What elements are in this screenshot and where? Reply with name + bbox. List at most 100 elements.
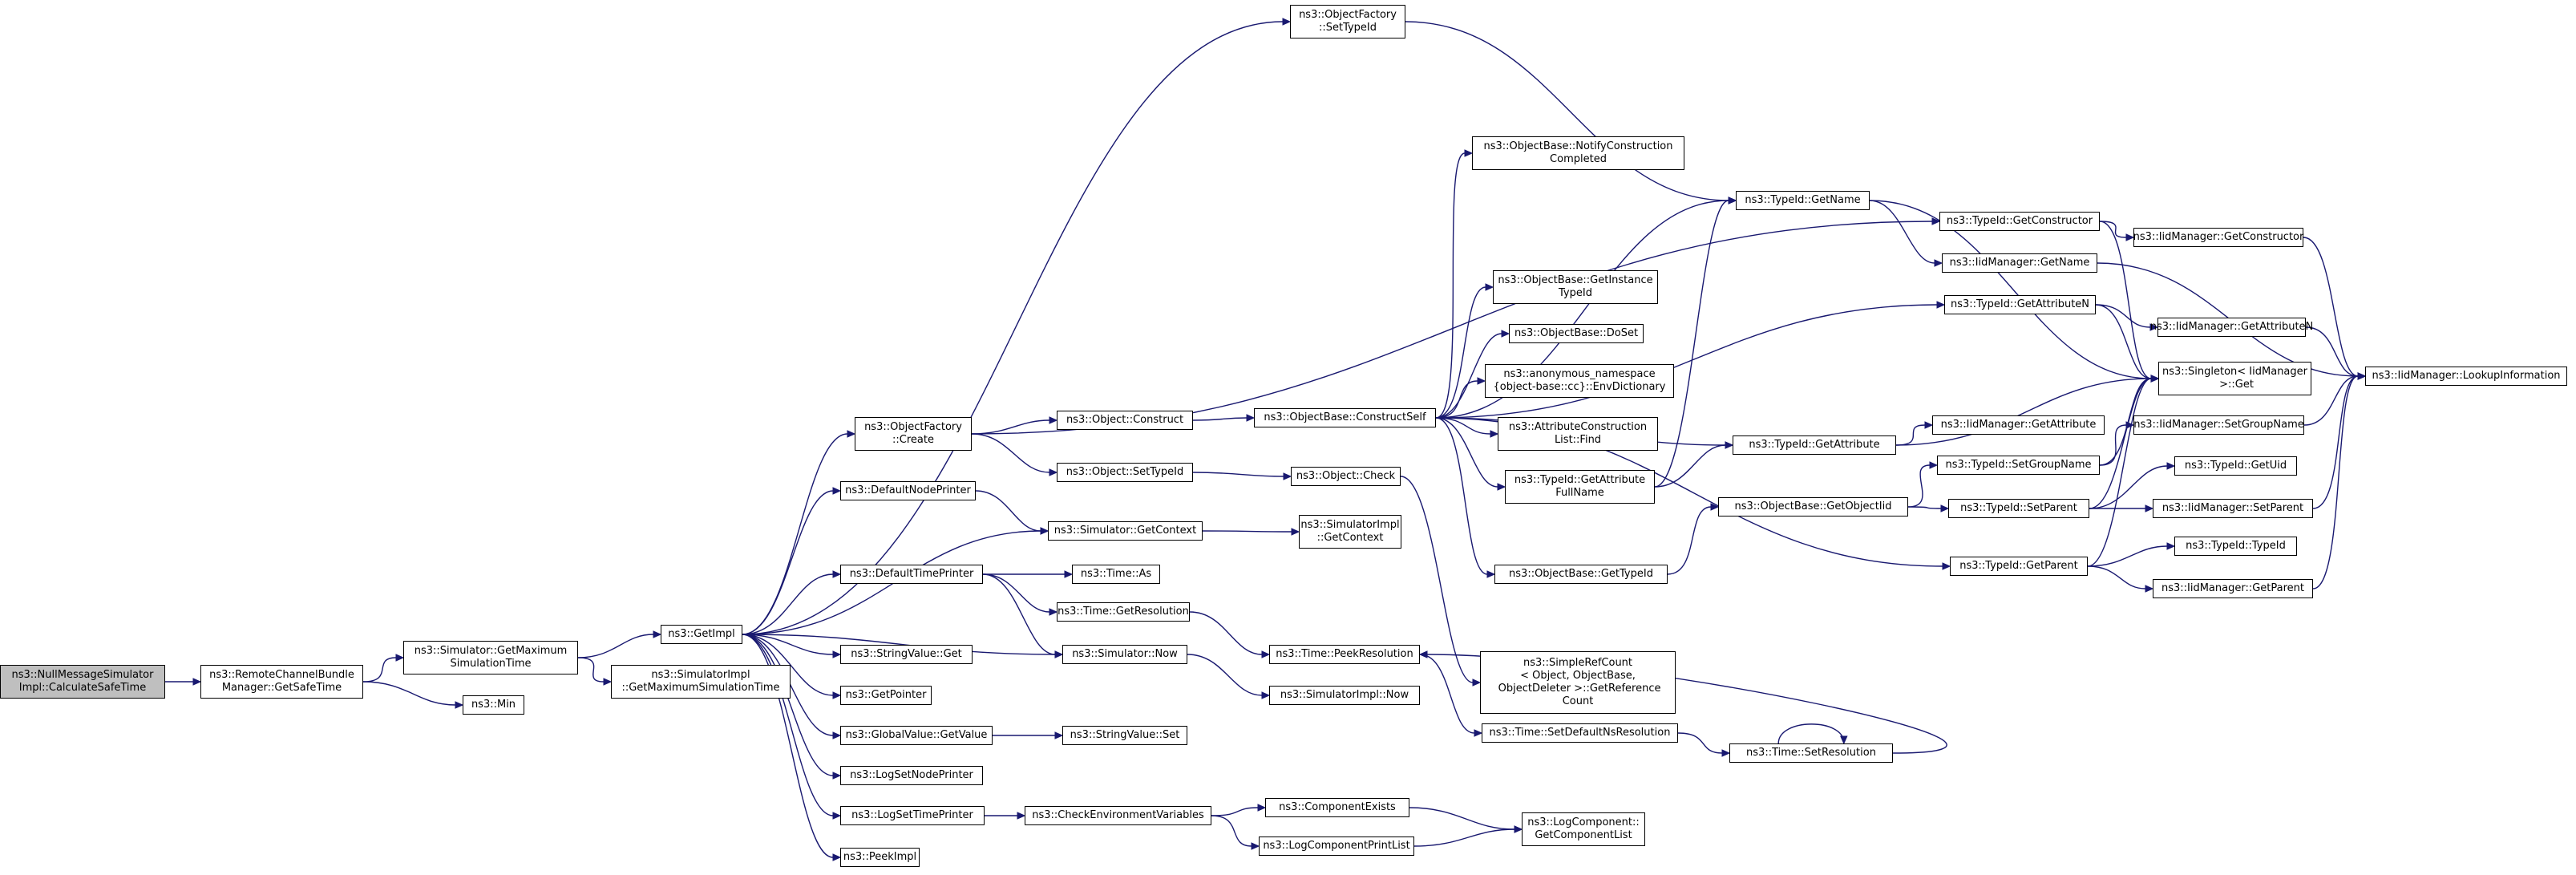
edge-n20-n27 bbox=[1189, 611, 1263, 655]
edge-n23-n29 bbox=[1211, 807, 1259, 816]
graph-node-n43[interactable]: ns3::ObjectBase::GetObjectIid bbox=[1718, 497, 1908, 516]
edge-arrowhead bbox=[1464, 149, 1474, 157]
graph-node-n17[interactable]: ns3::Object::SetTypeId bbox=[1057, 463, 1193, 482]
graph-node-n56[interactable]: ns3::TypeId::GetUid bbox=[2174, 456, 2297, 476]
graph-node-n10[interactable]: ns3::StringValue::Get bbox=[840, 645, 973, 664]
graph-node-n25[interactable]: ns3::Object::Check bbox=[1291, 467, 1401, 486]
graph-node-n60[interactable]: ns3::IidManager::LookupInformation bbox=[2365, 367, 2567, 386]
graph-node-n41[interactable]: ns3::LogComponent:: GetComponentList bbox=[1522, 812, 1645, 846]
graph-node-n58[interactable]: ns3::TypeId::TypeId bbox=[2174, 537, 2297, 556]
edge-arrowhead bbox=[832, 650, 842, 658]
edge-n47-n53 bbox=[2095, 304, 2151, 328]
graph-node-n8[interactable]: ns3::DefaultNodePrinter bbox=[840, 481, 976, 500]
graph-node-n49[interactable]: ns3::TypeId::SetGroupName bbox=[1937, 456, 2100, 475]
graph-node-n15[interactable]: ns3::PeekImpl bbox=[840, 848, 920, 867]
graph-node-n16[interactable]: ns3::Object::Construct bbox=[1057, 411, 1193, 430]
graph-node-n20[interactable]: ns3::Time::GetResolution bbox=[1057, 602, 1190, 622]
edge-n9-n21 bbox=[982, 573, 1056, 655]
graph-node-n4[interactable]: ns3::GetImpl bbox=[661, 625, 742, 644]
graph-node-n59[interactable]: ns3::IidManager::GetParent bbox=[2153, 579, 2313, 598]
edge-arrowhead bbox=[1721, 749, 1731, 757]
edge-n4-n10 bbox=[742, 634, 834, 655]
graph-node-n57[interactable]: ns3::IidManager::SetParent bbox=[2153, 499, 2313, 518]
edge-arrowhead bbox=[1934, 259, 1943, 267]
edge-arrowhead bbox=[1936, 301, 1946, 309]
edge-arrowhead bbox=[832, 772, 842, 780]
graph-node-n42[interactable]: ns3::TypeId::GetAttribute bbox=[1733, 435, 1896, 455]
graph-node-n24[interactable]: ns3::ObjectBase::ConstructSelf bbox=[1254, 408, 1436, 427]
edge-arrowhead bbox=[1282, 18, 1292, 26]
graph-node-n5[interactable]: ns3::SimulatorImpl ::GetMaximumSimulatio… bbox=[611, 665, 791, 699]
edge-arrowhead bbox=[1054, 650, 1064, 658]
edge-n4-n15 bbox=[742, 634, 834, 858]
graph-node-n45[interactable]: ns3::TypeId::GetConstructor bbox=[1939, 212, 2100, 231]
edge-n24-n47 bbox=[1435, 304, 1938, 419]
graph-node-n23[interactable]: ns3::CheckEnvironmentVariables bbox=[1025, 806, 1211, 825]
graph-node-n39[interactable]: ns3::SimpleRefCount < Object, ObjectBase… bbox=[1480, 651, 1676, 714]
graph-node-n3[interactable]: ns3::Min bbox=[463, 695, 524, 715]
graph-node-n36[interactable]: ns3::AttributeConstruction List::Find bbox=[1498, 417, 1658, 451]
edge-n4-n13 bbox=[742, 634, 834, 776]
graph-node-n6[interactable]: ns3::ObjectFactory ::SetTypeId bbox=[1290, 5, 1405, 38]
graph-node-n0: ns3::NullMessageSimulator Impl::Calculat… bbox=[0, 665, 165, 699]
graph-node-n21[interactable]: ns3::Simulator::Now bbox=[1062, 645, 1187, 664]
edge-n2-n4 bbox=[577, 634, 654, 658]
edge-arrowhead bbox=[1040, 527, 1049, 535]
edge-arrowhead bbox=[2166, 542, 2176, 550]
edge-arrowhead bbox=[832, 570, 842, 578]
graph-node-n40[interactable]: ns3::Time::SetDefaultNsResolution bbox=[1482, 723, 1678, 743]
graph-node-n34[interactable]: ns3::ObjectBase::DoSet bbox=[1509, 324, 1644, 343]
edge-arrowhead bbox=[1931, 217, 1941, 225]
graph-node-n22[interactable]: ns3::StringValue::Set bbox=[1062, 726, 1187, 745]
edge-arrowhead bbox=[1924, 421, 1934, 429]
graph-node-n50[interactable]: ns3::TypeId::SetParent bbox=[1948, 499, 2089, 518]
edge-arrowhead bbox=[1418, 650, 1428, 658]
edge-arrowhead bbox=[1049, 468, 1058, 476]
graph-node-n51[interactable]: ns3::TypeId::GetParent bbox=[1950, 557, 2088, 576]
graph-node-n52[interactable]: ns3::IidManager::GetConstructor bbox=[2133, 228, 2303, 247]
graph-node-n29[interactable]: ns3::ComponentExists bbox=[1265, 798, 1409, 817]
graph-node-n12[interactable]: ns3::GlobalValue::GetValue bbox=[840, 726, 993, 745]
graph-node-n47[interactable]: ns3::TypeId::GetAttributeN bbox=[1944, 295, 2096, 314]
edge-n55-n60 bbox=[2303, 375, 2359, 426]
graph-node-n18[interactable]: ns3::Simulator::GetContext bbox=[1048, 521, 1203, 541]
edge-arrowhead bbox=[2149, 323, 2159, 331]
edge-arrowhead bbox=[1477, 377, 1486, 385]
graph-node-n44[interactable]: ns3::Time::SetResolution bbox=[1729, 743, 1893, 763]
graph-node-n27[interactable]: ns3::Time::PeekResolution bbox=[1269, 645, 1420, 664]
graph-node-n30[interactable]: ns3::LogComponentPrintList bbox=[1259, 837, 1414, 856]
graph-node-n48[interactable]: ns3::IidManager::GetAttribute bbox=[1932, 415, 2105, 435]
graph-node-n31[interactable]: ns3::ObjectBase::NotifyConstruction Comp… bbox=[1472, 136, 1684, 170]
edge-n4-n14 bbox=[742, 634, 834, 816]
graph-node-n9[interactable]: ns3::DefaultTimePrinter bbox=[840, 565, 983, 584]
graph-node-n37[interactable]: ns3::TypeId::GetAttribute FullName bbox=[1505, 470, 1655, 504]
graph-node-n11[interactable]: ns3::GetPointer bbox=[840, 686, 932, 705]
edge-arrowhead bbox=[1261, 650, 1271, 658]
graph-node-n54[interactable]: ns3::Singleton< IidManager >::Get bbox=[2158, 362, 2311, 395]
graph-node-n26[interactable]: ns3::SimulatorImpl ::GetContext bbox=[1299, 515, 1401, 549]
graph-node-n38[interactable]: ns3::ObjectBase::GetTypeId bbox=[1494, 565, 1668, 584]
graph-node-n14[interactable]: ns3::LogSetTimePrinter bbox=[840, 806, 985, 825]
edge-n44-n44 bbox=[1777, 723, 1845, 744]
edge-arrowhead bbox=[1710, 503, 1720, 511]
edge-n17-n25 bbox=[1192, 472, 1284, 477]
graph-node-n28[interactable]: ns3::SimulatorImpl::Now bbox=[1269, 686, 1420, 705]
graph-node-n19[interactable]: ns3::Time::As bbox=[1072, 565, 1160, 584]
edge-n21-n28 bbox=[1187, 654, 1263, 696]
graph-node-n7[interactable]: ns3::ObjectFactory ::Create bbox=[855, 417, 972, 451]
edge-n49-n55 bbox=[2099, 424, 2127, 466]
edge-n51-n54 bbox=[2087, 378, 2152, 567]
graph-node-n2[interactable]: ns3::Simulator::GetMaximum SimulationTim… bbox=[403, 641, 578, 674]
graph-node-n55[interactable]: ns3::IidManager::SetGroupName bbox=[2133, 415, 2304, 435]
graph-node-n1[interactable]: ns3::RemoteChannelBundle Manager::GetSaf… bbox=[200, 665, 363, 699]
graph-node-n33[interactable]: ns3::ObjectBase::GetInstance TypeId bbox=[1493, 270, 1658, 304]
edge-n38-n43 bbox=[1667, 506, 1712, 575]
edge-arrowhead bbox=[603, 678, 613, 686]
edge-arrowhead bbox=[832, 812, 842, 820]
graph-node-n13[interactable]: ns3::LogSetNodePrinter bbox=[840, 766, 983, 785]
graph-node-n32[interactable]: ns3::TypeId::GetName bbox=[1736, 191, 1870, 210]
graph-node-n35[interactable]: ns3::anonymous_namespace {object-base::c… bbox=[1485, 364, 1674, 398]
graph-node-n46[interactable]: ns3::IidManager::GetName bbox=[1942, 253, 2097, 273]
edge-arrowhead bbox=[1291, 528, 1300, 536]
graph-node-n53[interactable]: ns3::IidManager::GetAttributeN bbox=[2150, 318, 2313, 337]
